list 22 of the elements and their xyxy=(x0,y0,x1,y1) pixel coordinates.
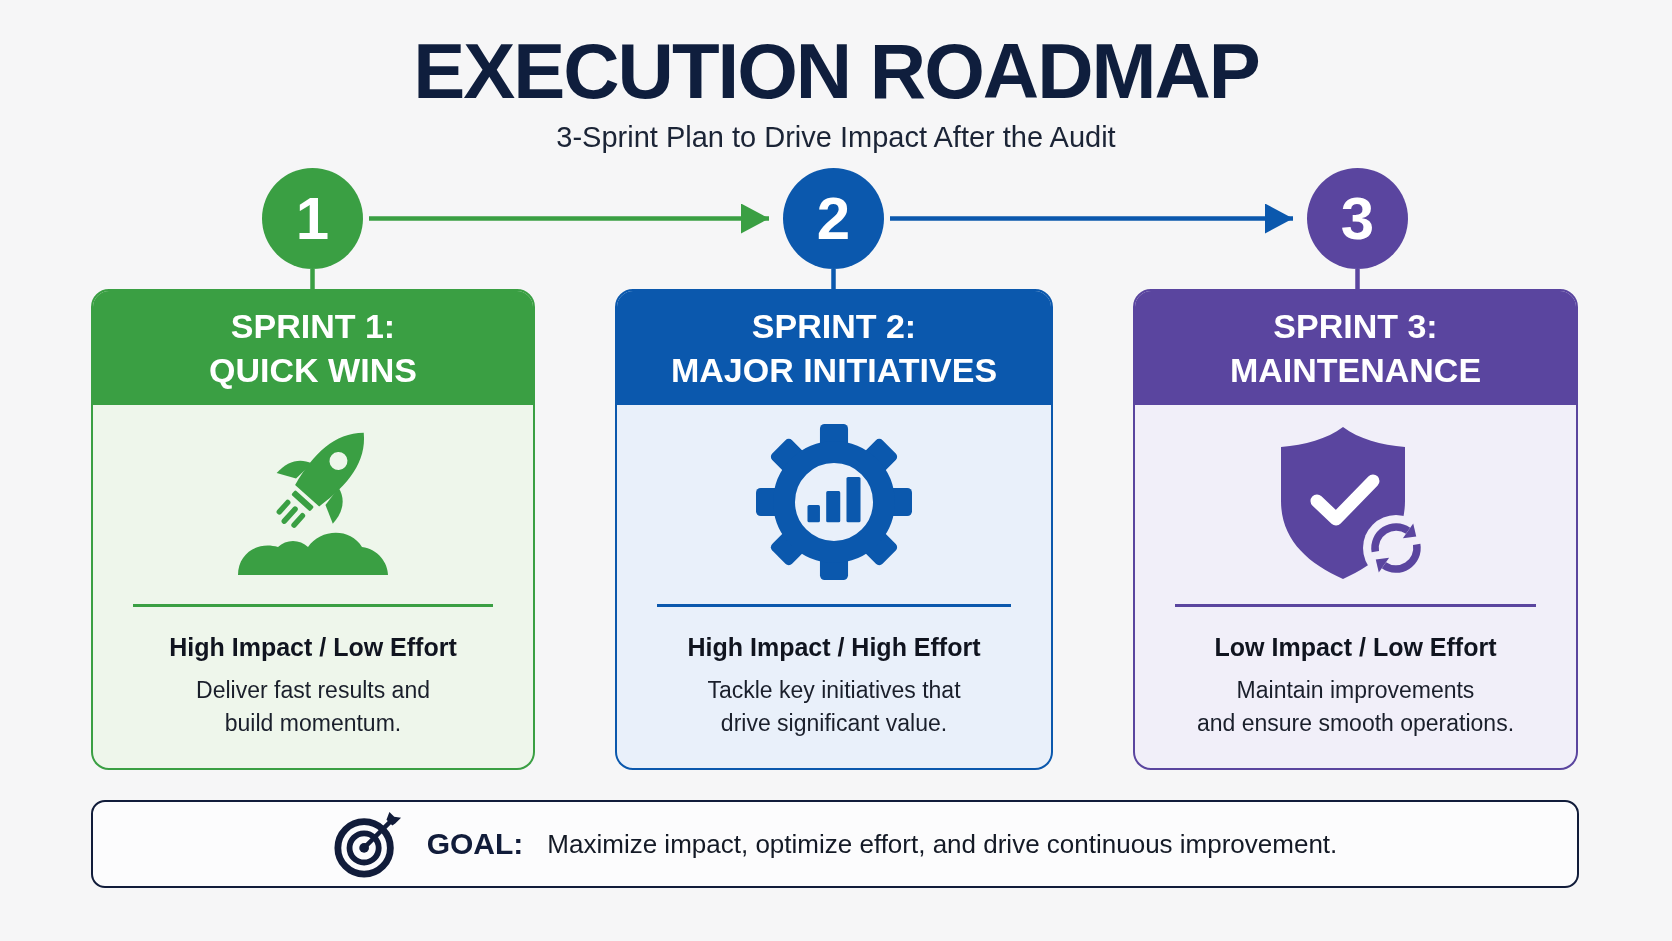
card-title: SPRINT 1: QUICK WINS xyxy=(93,291,533,405)
subtitle: 3-Sprint Plan to Drive Impact After the Audit xyxy=(556,120,1116,155)
arrow xyxy=(369,203,769,234)
card-title: SPRINT 3: MAINTENANCE xyxy=(1135,291,1576,405)
card-description: Tackle key initiatives that drive significant value. xyxy=(707,676,961,738)
connector-line xyxy=(1355,269,1360,289)
goal-label: GOAL: xyxy=(426,826,524,862)
goal-text: Maximize impact, optimize effort, and drive continuous improvement. xyxy=(547,828,1338,861)
card-subheading: High Impact / Low Effort xyxy=(169,632,457,663)
card-description: Deliver fast results and build momentum. xyxy=(196,676,430,738)
sprint-card xyxy=(1133,289,1578,770)
connector-line xyxy=(831,269,836,289)
title: EXECUTION ROADMAP xyxy=(413,32,1259,110)
arrow xyxy=(890,203,1293,234)
card-description: Maintain improvements and ensure smooth operations. xyxy=(1196,676,1515,738)
card-title: SPRINT 2: MAJOR INITIATIVES xyxy=(617,291,1051,405)
connector-line xyxy=(310,269,315,289)
sprint-card xyxy=(615,289,1053,770)
card-subheading: High Impact / High Effort xyxy=(687,632,981,663)
sprint-card xyxy=(91,289,535,770)
card-subheading: Low Impact / Low Effort xyxy=(1214,632,1497,663)
goal-banner xyxy=(91,800,1579,888)
